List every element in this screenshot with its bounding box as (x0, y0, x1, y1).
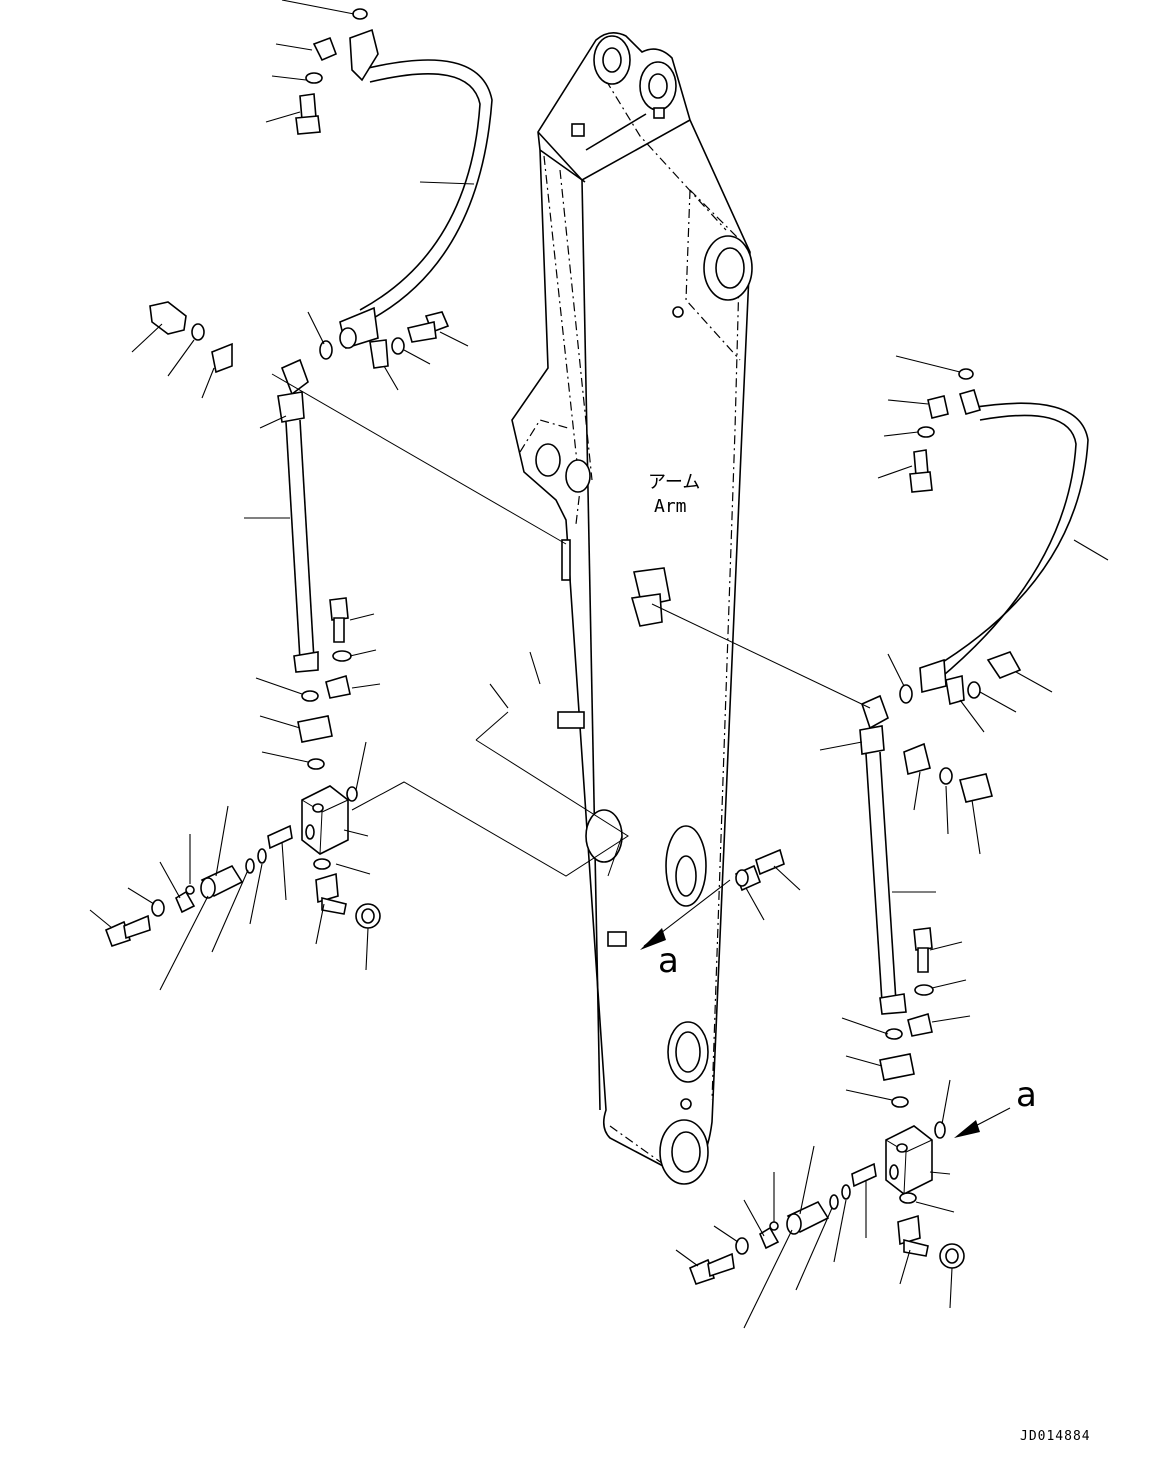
arm-label-en: Arm (654, 496, 687, 517)
figure-code: JD014884 (1020, 1429, 1091, 1444)
arm-body (511, 32, 753, 1185)
view-arrow-left (640, 879, 731, 950)
view-marker-right: a (1016, 1075, 1037, 1115)
connection-lines (271, 373, 871, 877)
view-arrow-right (954, 1107, 1011, 1138)
right-tube-parts (734, 694, 993, 1108)
leader-lines (89, 0, 1109, 1329)
right-upper-hose (899, 368, 1089, 706)
arm-label-jp: アーム (648, 472, 700, 493)
view-marker-left: a (658, 941, 679, 981)
left-upper-hose (295, 8, 493, 350)
right-block-assembly (688, 1121, 965, 1286)
left-tube-parts (149, 301, 450, 770)
left-block-assembly (104, 785, 381, 948)
